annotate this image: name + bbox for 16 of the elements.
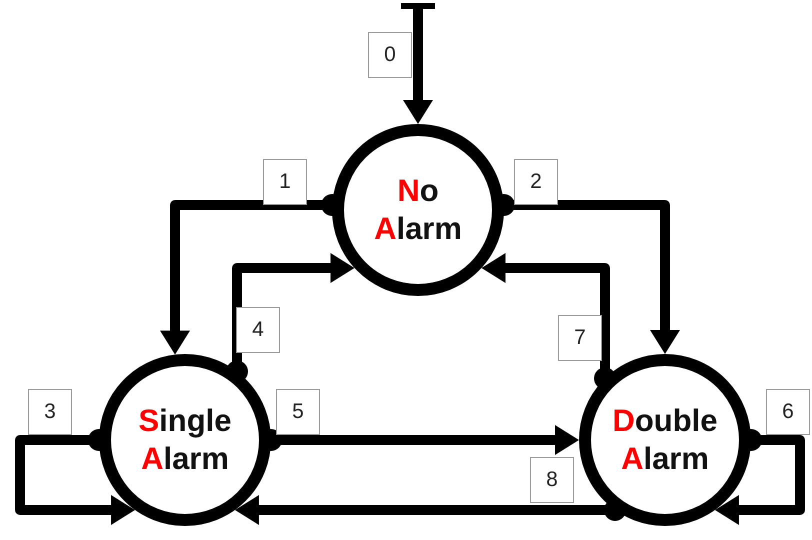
state-label: Double Alarm (612, 402, 718, 478)
edge-label: 8 (530, 457, 574, 503)
edge-label: 1 (263, 159, 307, 205)
edge-label: 7 (558, 315, 602, 361)
edge-label: 4 (236, 307, 280, 353)
arrow (15, 429, 136, 525)
arrow (234, 495, 626, 525)
edge-label: 5 (276, 389, 320, 435)
edge-label: 6 (766, 389, 810, 435)
state-label: Single Alarm (138, 402, 232, 478)
edge-label: 3 (28, 389, 72, 435)
edge-label: 2 (514, 159, 558, 205)
arrow (401, 3, 435, 124)
state-label: No Alarm (374, 172, 462, 248)
arrow (714, 429, 805, 525)
edge-label: 0 (368, 32, 412, 78)
